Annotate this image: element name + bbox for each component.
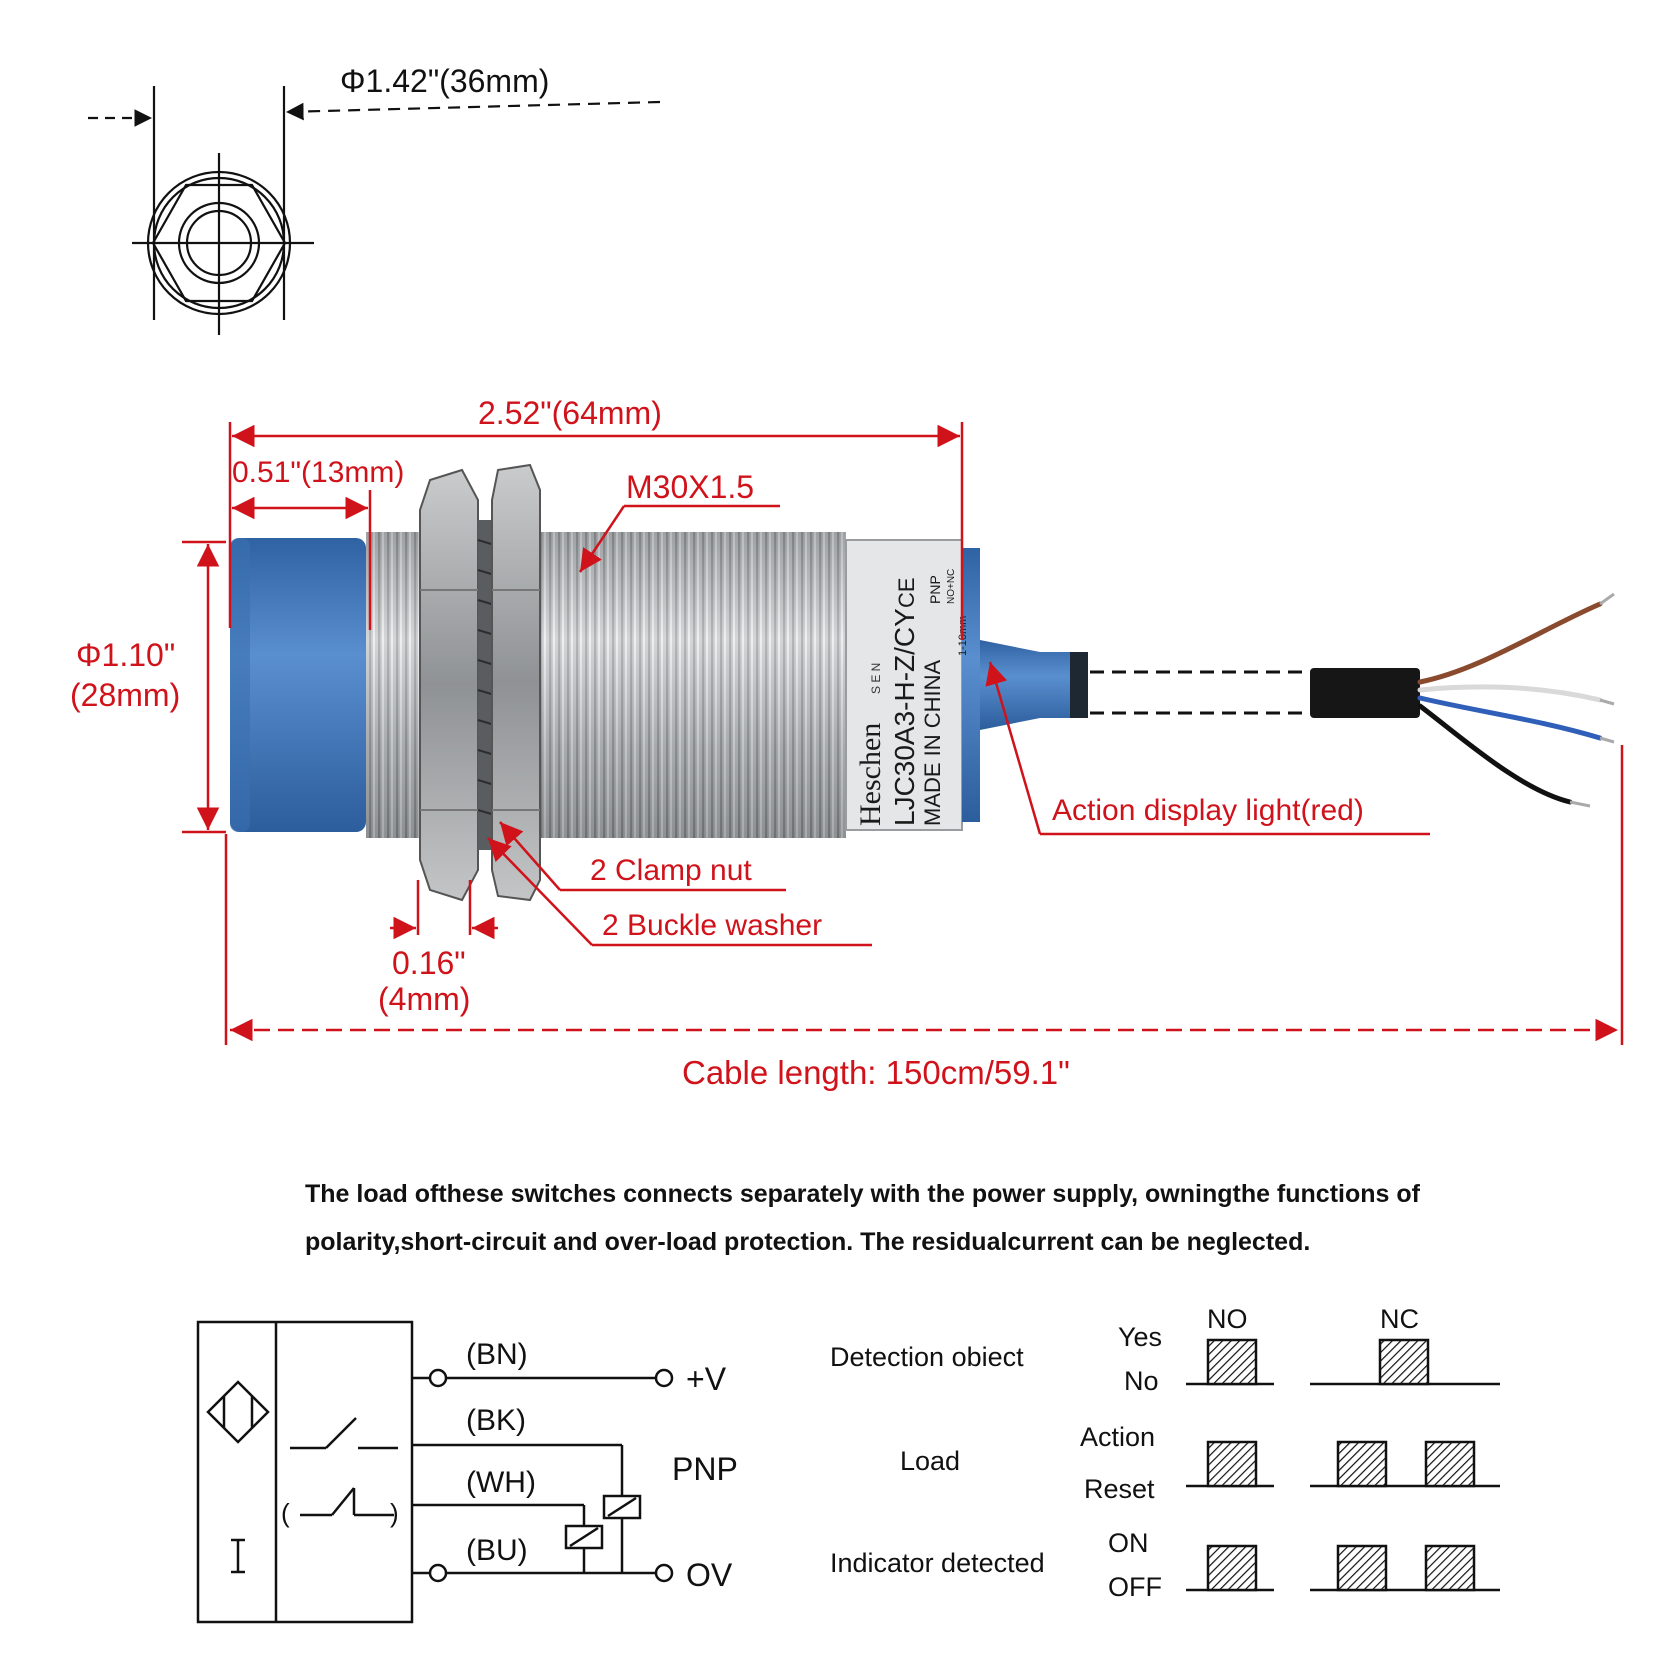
cable-length-label: Cable length: 150cm/59.1" (682, 1054, 1070, 1091)
nc-bracket-open: ( (281, 1498, 290, 1528)
sensing-face (230, 538, 366, 832)
row-load-high: Action (1080, 1422, 1155, 1452)
row-detection-high: Yes (1118, 1322, 1162, 1352)
ce-mark: CE (894, 577, 919, 608)
pulse-detection-no (1206, 1338, 1258, 1386)
row-detection-label: Detection obiect (830, 1342, 1024, 1372)
origin-label: MADE IN CHINA (920, 659, 945, 826)
type-label: PNP (927, 575, 943, 604)
thread-label: M30X1.5 (626, 469, 754, 505)
clamp-nut-label: 2 Clamp nut (590, 854, 752, 887)
wire-wh-label: (WH) (466, 1466, 536, 1499)
cable-wires (1417, 601, 1603, 805)
row-load-low: Reset (1084, 1474, 1155, 1504)
body-diameter-in-label: Φ1.10" (76, 637, 175, 673)
body-diameter-mm-label: (28mm) (70, 677, 180, 713)
pulse-indicator-nc-1 (1336, 1544, 1388, 1592)
sen-label: S E N (869, 663, 883, 694)
timing-waveforms (1186, 1338, 1500, 1592)
col-no-header: NO (1207, 1304, 1248, 1334)
action-light-label: Action display light(red) (1052, 794, 1364, 827)
sensor-symbol (206, 1380, 270, 1444)
rear-cap (962, 548, 980, 822)
zero-v-label: OV (686, 1557, 733, 1593)
overall-length-label: 2.52"(64mm) (478, 395, 662, 431)
mode-label: NO+NC (946, 569, 957, 604)
clamp-nut-2 (491, 463, 541, 902)
row-indicator-high: ON (1108, 1528, 1149, 1558)
row-indicator-label: Indicator detected (830, 1548, 1045, 1578)
end-view-diameter-label: Φ1.42"(36mm) (340, 63, 549, 99)
cable-jacket (1310, 668, 1420, 718)
wiring-diagram (196, 1320, 674, 1624)
end-view-drawing (88, 86, 661, 335)
pulse-load-nc-2 (1424, 1440, 1476, 1488)
pnp-label: PNP (672, 1451, 738, 1487)
row-detection-low: No (1124, 1366, 1159, 1396)
pulse-detection-nc (1378, 1338, 1430, 1386)
pulse-load-no (1206, 1440, 1258, 1488)
red-dimension-lines (182, 422, 1624, 1045)
wire-bn-label: (BN) (466, 1338, 528, 1371)
model-label: LJC30A3-H-Z/CY (889, 608, 920, 826)
pulse-indicator-no (1206, 1544, 1258, 1592)
pulse-indicator-nc-2 (1424, 1544, 1476, 1592)
washer-in-label: 0.16" (392, 945, 466, 981)
col-nc-header: NC (1380, 1304, 1419, 1334)
head-length-label: 0.51"(13mm) (232, 456, 404, 489)
label-band (845, 539, 963, 831)
washer-mm-label: (4mm) (378, 981, 470, 1017)
wire-bu-label: (BU) (466, 1534, 528, 1567)
sensor-label-text: Heschen S E N LJC30A3-H-Z/CY CE MADE IN … (854, 569, 969, 826)
clamp-nut-1 (419, 468, 479, 902)
cable-gland (980, 640, 1070, 730)
row-load-label: Load (900, 1446, 960, 1476)
brand-label: Heschen (854, 723, 887, 826)
buckle-washer-label: 2 Buckle washer (602, 909, 822, 942)
pulse-load-nc-1 (1336, 1440, 1388, 1488)
wire-bk-label: (BK) (466, 1404, 526, 1437)
sensor-body (230, 463, 1088, 902)
nc-bracket-close: ) (390, 1498, 399, 1528)
plus-v-label: +V (686, 1361, 727, 1397)
row-indicator-low: OFF (1108, 1572, 1162, 1602)
description-text: The load ofthese switches connects separ… (305, 1180, 1420, 1256)
cable (1090, 670, 1310, 715)
